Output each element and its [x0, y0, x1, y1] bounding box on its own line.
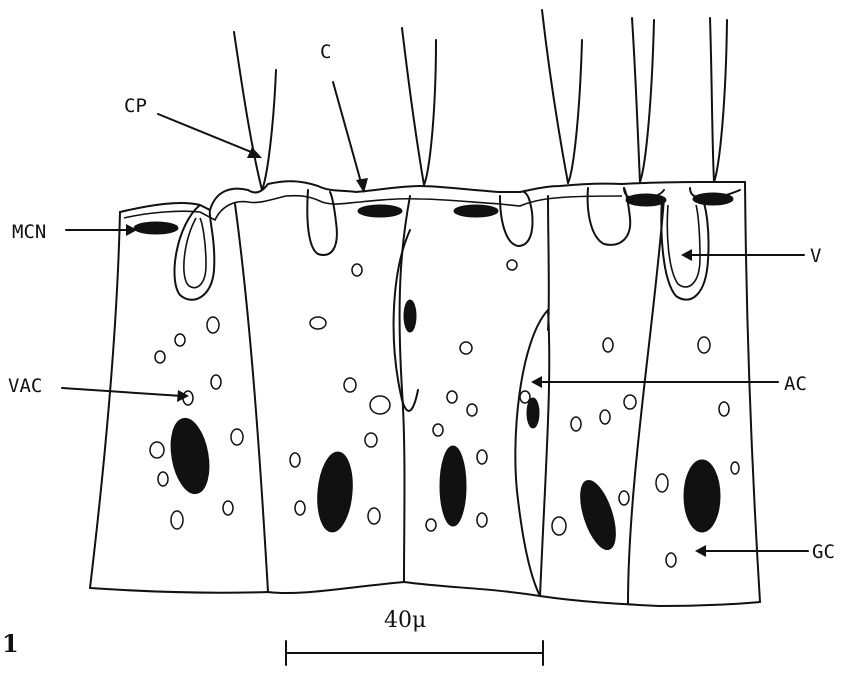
label-cp: CP — [124, 95, 147, 117]
cilia — [234, 10, 727, 190]
label-mcn: MCN — [12, 221, 46, 243]
vacuoles — [150, 260, 739, 567]
label-c: C — [320, 41, 331, 63]
label-ac: AC — [784, 373, 807, 395]
scale-bar-label: 40μ — [384, 608, 426, 633]
scale-bar — [286, 641, 543, 665]
label-vac: VAC — [8, 375, 42, 397]
figure-number: 1 — [2, 629, 19, 658]
label-v: V — [810, 245, 821, 267]
label-gc: GC — [812, 541, 835, 563]
